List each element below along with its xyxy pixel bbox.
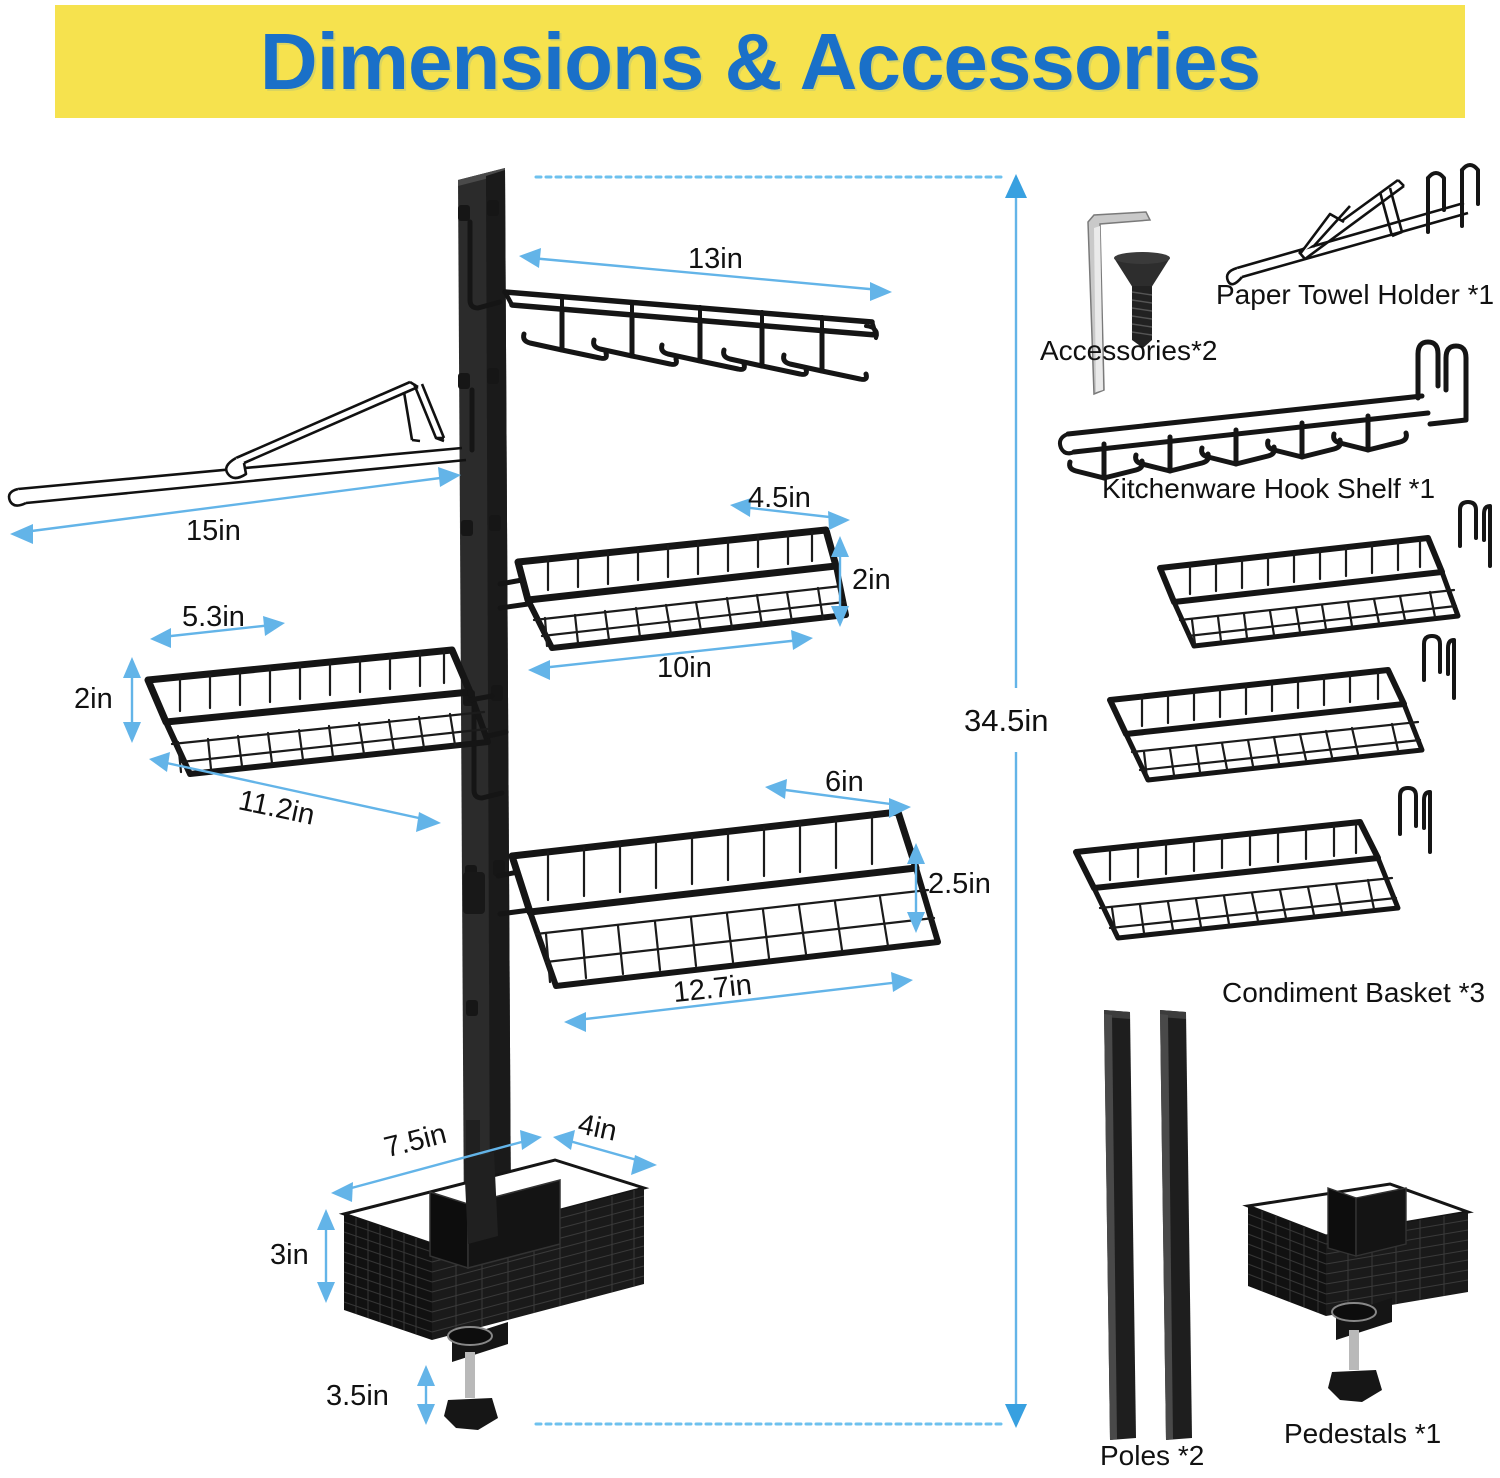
dim-4in <box>553 1130 657 1175</box>
dim-3_5in <box>417 1365 435 1425</box>
label-accessories: Accessories*2 <box>1040 335 1218 366</box>
label-pedestals: Pedestals *1 <box>1284 1418 1442 1449</box>
basket-large <box>495 808 941 989</box>
allen-key-icon <box>1087 211 1152 396</box>
accessory-condiment-basket-2 <box>1107 634 1456 783</box>
dim-label-3in: 3in <box>270 1239 309 1271</box>
label-poles: Poles *2 <box>1100 1440 1205 1471</box>
accessory-condiment-basket-3 <box>1073 786 1432 941</box>
screw-icon <box>1114 252 1170 348</box>
dim-15in <box>10 467 461 544</box>
dim-label-2in-small: 2in <box>852 564 891 596</box>
accessory-poles <box>1104 1010 1192 1440</box>
dim-12_7in <box>564 972 913 1032</box>
dim-11_2in <box>149 752 441 832</box>
dim-label-13in: 13in <box>688 243 743 275</box>
dim-2_5in <box>907 843 925 933</box>
dim-34_5in <box>534 174 1027 1428</box>
dim-label-5_3in: 5.3in <box>182 601 245 633</box>
dim-13in <box>519 248 892 301</box>
dim-label-2in-mid: 2in <box>74 683 113 715</box>
accessory-paper-towel-holder <box>1225 163 1480 286</box>
accessory-kitchenware-hook-shelf <box>1057 339 1469 481</box>
label-paper-towel-holder: Paper Towel Holder *1 <box>1216 279 1495 310</box>
dim-5_3in <box>150 616 285 648</box>
label-kitchenware-hook-shelf: Kitchenware Hook Shelf *1 <box>1102 473 1436 504</box>
dim-label-2_5in: 2.5in <box>928 868 991 900</box>
accessory-pedestal <box>1242 1182 1474 1402</box>
dim-label-34_5in: 34.5in <box>964 703 1049 738</box>
basket-small <box>497 526 849 651</box>
dim-6in <box>765 779 911 818</box>
mounted-paper-towel-holder <box>7 380 467 507</box>
accessory-condiment-basket-1 <box>1157 500 1492 649</box>
dim-label-4_5in: 4.5in <box>748 482 811 514</box>
dim-label-10in: 10in <box>657 652 712 684</box>
dim-7_5in <box>331 1130 542 1202</box>
basket-mid <box>144 646 509 777</box>
page-title: Dimensions & Accessories <box>259 16 1261 106</box>
dim-label-3_5in: 3.5in <box>326 1380 389 1412</box>
dim-label-6in: 6in <box>825 766 864 798</box>
dim-4_5in <box>730 498 850 530</box>
pedestal-mesh-box <box>338 1152 650 1430</box>
page-banner: Dimensions & Accessories <box>55 5 1465 118</box>
dim-3in <box>317 1209 335 1303</box>
main-pole <box>458 168 511 1232</box>
dim-label-15in: 15in <box>186 515 241 547</box>
label-condiment-basket: Condiment Basket *3 <box>1222 977 1486 1008</box>
dim-10in <box>528 630 813 680</box>
dim-2in-small <box>831 536 849 627</box>
mounted-hook-shelf <box>502 289 879 382</box>
dim-2in-mid <box>123 657 141 743</box>
